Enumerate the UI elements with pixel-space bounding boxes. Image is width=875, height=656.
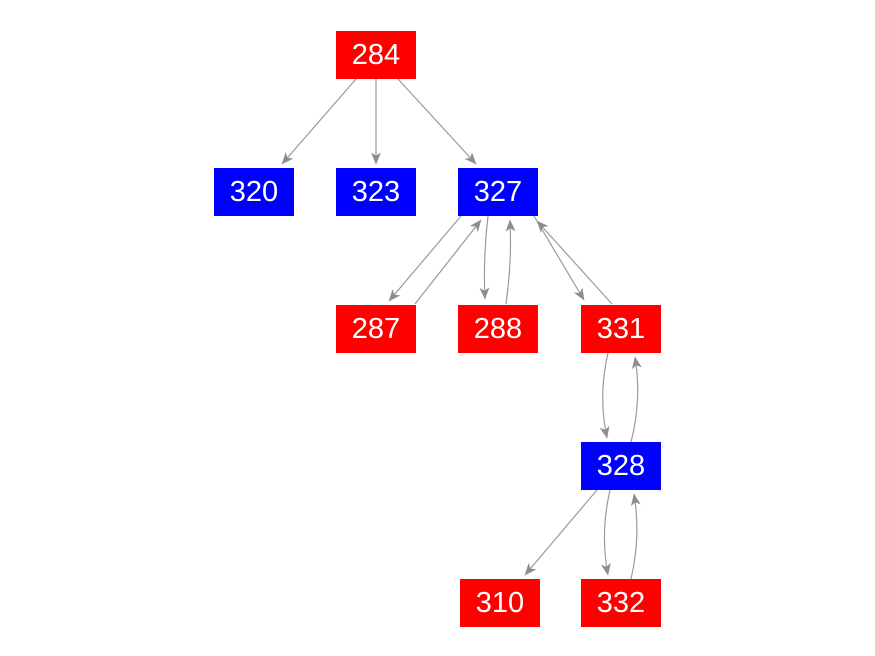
edge-287-327 xyxy=(414,219,482,305)
edge-284-327 xyxy=(397,78,477,165)
edge-327-287 xyxy=(388,215,462,302)
edge-327-331 xyxy=(533,215,585,301)
edge-288-327 xyxy=(505,219,516,305)
edge-328-331 xyxy=(630,356,642,443)
edge-284-320 xyxy=(281,78,357,165)
edge-328-332 xyxy=(600,489,611,576)
edge-328-310 xyxy=(524,489,598,576)
edge-332-328 xyxy=(630,493,641,580)
edge-331-327 xyxy=(536,220,613,305)
edge-331-328 xyxy=(599,352,610,439)
edge-group xyxy=(281,78,642,580)
edge-327-288 xyxy=(479,215,490,300)
